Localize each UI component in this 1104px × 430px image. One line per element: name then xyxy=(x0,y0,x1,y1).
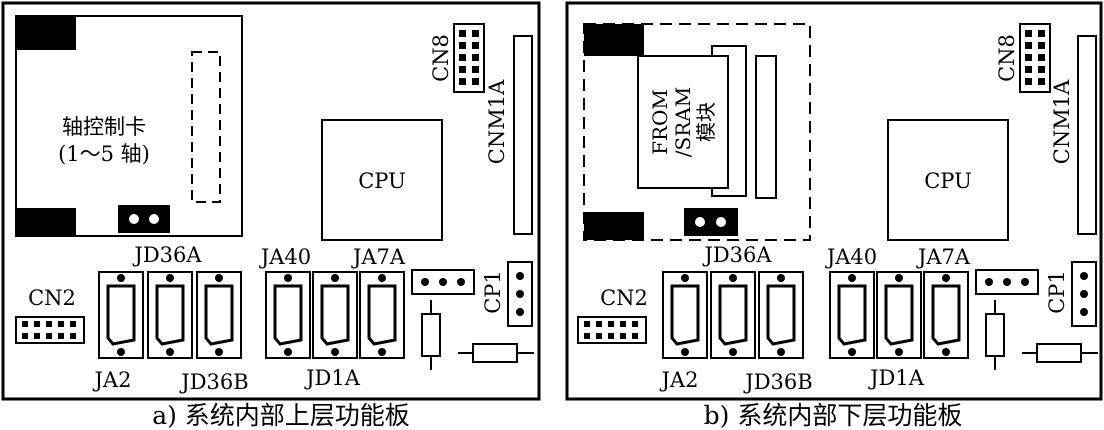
card-clip-bottom xyxy=(584,212,644,240)
jd36b-connector-1 xyxy=(710,271,756,359)
axis-control-card xyxy=(15,15,243,237)
jumper-pin xyxy=(129,214,139,224)
axis-card-label: 轴控制卡 xyxy=(62,115,146,139)
cp1-label: CP1 xyxy=(1045,270,1069,314)
cn2-label: CN2 xyxy=(28,286,76,310)
jd1a-connector xyxy=(312,271,358,359)
ja2-connector xyxy=(98,271,144,359)
ja7a-label: JA7A xyxy=(916,245,971,269)
cnm1a-label: CNM1A xyxy=(485,79,509,164)
cpu-chip xyxy=(887,119,1009,241)
module-label-sram: /SRAM xyxy=(671,87,695,157)
module-label-module: 模块 xyxy=(694,102,718,142)
jumper-pin xyxy=(716,217,726,227)
cn8-connector xyxy=(1019,23,1051,93)
cn2-connector xyxy=(577,316,647,344)
cn8-label: CN8 xyxy=(995,34,1019,82)
ja7a-label: JA7A xyxy=(351,245,406,269)
cp1-label: CP1 xyxy=(481,270,505,314)
cn8-connector xyxy=(453,23,485,93)
cn2-pins xyxy=(584,321,638,339)
card-clip-top xyxy=(584,24,644,56)
ja7a-connector xyxy=(359,271,405,359)
cpu-label: CPU xyxy=(924,169,972,193)
cp1-connector xyxy=(507,261,533,327)
caption-a: a) 系统内部上层功能板 xyxy=(152,401,410,430)
jumper-pin xyxy=(695,217,705,227)
ja2-label: JA2 xyxy=(660,368,699,392)
panel-a: 轴控制卡 (1～5 轴) CPU CN8 CNM1A CN2 xyxy=(1,1,541,430)
jd1a-label: JD1A xyxy=(304,366,361,390)
cnm1a-connector xyxy=(513,35,533,235)
card-clip-top xyxy=(16,16,76,50)
panel-b: FROM /SRAM 模块 CPU CN8 CNM1A CN2 xyxy=(565,1,1103,430)
cn2-label: CN2 xyxy=(600,286,648,310)
jd36b-label: JD36B xyxy=(179,370,248,394)
module-connector-slot xyxy=(755,55,777,199)
caption-b: b) 系统内部下层功能板 xyxy=(704,401,963,430)
ja40-label: JA40 xyxy=(825,245,877,269)
from-sram-module xyxy=(637,55,729,189)
ja2-label: JA2 xyxy=(93,368,132,392)
axis-card-sublabel: (1～5 轴) xyxy=(58,142,150,166)
cn8-pins xyxy=(459,30,479,85)
jd36b-connector-2 xyxy=(196,271,242,359)
card-dashed-outline xyxy=(583,23,811,241)
ja40-connector xyxy=(829,271,875,359)
ja2-connector xyxy=(662,271,708,359)
cp1-connector xyxy=(1071,261,1097,327)
fuse-horizontal xyxy=(1022,343,1098,363)
cnm1a-connector xyxy=(1077,35,1097,235)
cnm1a-label: CNM1A xyxy=(1050,79,1074,164)
cn2-connector xyxy=(15,316,85,344)
board-outline xyxy=(565,1,1103,401)
header-3pin-horizontal xyxy=(411,269,475,295)
ja7a-connector xyxy=(923,271,969,359)
jd36b-connector-2 xyxy=(758,271,804,359)
fuse-vertical xyxy=(421,300,441,370)
jd36a-jumper xyxy=(684,208,738,236)
ja40-label: JA40 xyxy=(259,245,311,269)
board-outline xyxy=(1,1,541,401)
module-label-from: FROM xyxy=(648,89,672,155)
jd36b-label: JD36B xyxy=(743,370,812,394)
jd1a-connector xyxy=(876,271,922,359)
jd1a-label: JD1A xyxy=(868,366,925,390)
cn8-label: CN8 xyxy=(429,34,453,82)
header-3pin-horizontal xyxy=(975,269,1039,295)
fuse-vertical xyxy=(985,300,1005,370)
fuse-horizontal xyxy=(458,343,534,363)
ja40-connector xyxy=(265,271,311,359)
jd36b-connector-1 xyxy=(147,271,193,359)
cn8-pins xyxy=(1025,30,1045,85)
cpu-chip xyxy=(321,119,443,241)
cpu-label: CPU xyxy=(358,169,406,193)
jd36a-label: JD36A xyxy=(132,243,202,267)
card-dashed-slot xyxy=(191,51,221,203)
card-clip-bottom xyxy=(16,208,76,236)
jd36a-label: JD36A xyxy=(702,243,772,267)
jd36a-jumper xyxy=(118,205,170,233)
module-label: FROM /SRAM 模块 xyxy=(648,87,718,157)
cn2-pins xyxy=(22,321,76,339)
jumper-pin xyxy=(149,214,159,224)
